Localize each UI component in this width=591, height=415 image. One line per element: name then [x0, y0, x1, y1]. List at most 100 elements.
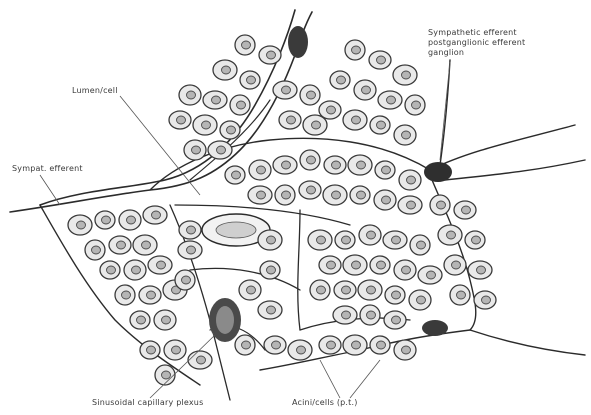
acinar-cell — [213, 60, 237, 80]
acinar-cell — [273, 156, 297, 174]
acinar-cell — [193, 115, 217, 135]
acinar-cell — [398, 196, 422, 214]
acinar-cell — [119, 210, 141, 230]
acinar-cell — [385, 286, 405, 304]
acinar-cell — [454, 201, 476, 219]
acinar-cell — [264, 336, 286, 354]
acinar-cell — [394, 260, 416, 280]
acinar-cell — [393, 65, 417, 85]
acinar-cell — [148, 256, 172, 274]
acinar-cell — [360, 305, 380, 325]
acinar-cell — [154, 310, 176, 330]
acinar-cell — [139, 286, 161, 304]
acinar-cell — [300, 85, 320, 105]
label-acini: Acini/cells (p.t.) — [292, 398, 358, 408]
acinar-cell — [230, 95, 250, 115]
acinar-cell — [303, 115, 327, 135]
acinar-cell — [444, 255, 466, 275]
acinar-cell — [333, 306, 357, 324]
acinar-cell — [324, 156, 346, 174]
acinar-cell — [258, 230, 282, 250]
acinar-cell — [319, 336, 341, 354]
acinar-cell — [179, 85, 201, 105]
acinar-cell — [394, 340, 416, 360]
acinar-cell — [330, 71, 350, 89]
label-ganglion-line-1: Sympathetic efferent — [428, 28, 525, 38]
acinar-cell — [279, 111, 301, 129]
acinar-cell — [85, 240, 105, 260]
acinar-cell — [405, 95, 425, 115]
label-ganglion-line-3: ganglion — [428, 48, 525, 58]
acinar-cell — [188, 351, 212, 369]
acinar-cell — [359, 225, 381, 245]
acinar-cell — [288, 340, 312, 360]
acinar-cell — [323, 185, 347, 205]
acinar-cell — [375, 161, 395, 179]
acinar-cell — [374, 190, 396, 210]
acinar-cell — [410, 235, 430, 255]
acinar-cell — [130, 311, 150, 329]
acinar-cell — [260, 261, 280, 279]
acinar-cell — [358, 280, 382, 300]
acinar-cell — [350, 186, 370, 204]
acinar-cell — [370, 256, 390, 274]
acinar-cell — [235, 335, 255, 355]
acinar-cell — [249, 160, 271, 180]
acinar-cell — [275, 185, 295, 205]
acinar-cell — [100, 261, 120, 279]
acinar-cell — [248, 186, 272, 204]
acinar-cell — [354, 80, 376, 100]
acinar-cell — [273, 81, 297, 99]
acinar-cell — [370, 116, 390, 134]
acinar-cell — [169, 111, 191, 129]
acinar-cell — [308, 230, 332, 250]
acinar-cell — [468, 261, 492, 279]
acinar-cell — [258, 301, 282, 319]
acinar-cell — [95, 211, 115, 229]
label-ganglion-line-2: postganglionic efferent — [428, 38, 525, 48]
acinar-cell — [164, 340, 186, 360]
acinar-cell — [259, 46, 281, 64]
acinar-cell — [208, 141, 232, 159]
acinar-cell — [115, 285, 135, 305]
acinar-cell — [140, 341, 160, 359]
acinar-cell — [334, 281, 356, 299]
label-lumen: Lumen/cell — [72, 86, 118, 96]
acinar-cell — [68, 215, 92, 235]
acinar-cell — [240, 71, 260, 89]
acinar-cell — [133, 235, 157, 255]
acinar-cell — [225, 166, 245, 184]
acinar-cell — [409, 290, 431, 310]
acinar-cell — [394, 125, 416, 145]
acinar-cell — [450, 285, 470, 305]
acinar-cell — [299, 181, 321, 199]
acinar-cell — [370, 336, 390, 354]
acinar-cell — [465, 231, 485, 249]
label-capillary-plexus: Sinusoidal capillary plexus — [92, 398, 203, 408]
acinar-cell — [343, 255, 367, 275]
acinar-cell — [143, 206, 167, 224]
acinar-cell — [343, 335, 367, 355]
acinar-cell — [474, 291, 496, 309]
acinar-cell — [345, 40, 365, 60]
acinar-cell — [175, 270, 195, 290]
acinar-cell — [438, 225, 462, 245]
acinar-cell — [319, 256, 341, 274]
acinar-cell — [184, 140, 206, 160]
acinar-cell — [239, 280, 261, 300]
acinar-cell — [348, 155, 372, 175]
acinar-cell — [430, 195, 450, 215]
acinar-cell — [383, 231, 407, 249]
acinar-cell — [300, 150, 320, 170]
label-sympathetic-efferent: Sympat. efferent — [12, 164, 83, 174]
acinar-cell — [235, 35, 255, 55]
acinar-cell — [203, 91, 227, 109]
acinar-cell — [179, 221, 201, 239]
acinar-cell — [335, 231, 355, 249]
acinar-cell — [310, 280, 330, 300]
acinar-cell — [178, 241, 202, 259]
label-ganglion: Sympathetic efferent postganglionic effe… — [428, 28, 525, 58]
acinar-cell — [220, 121, 240, 139]
acinar-cell — [124, 260, 146, 280]
